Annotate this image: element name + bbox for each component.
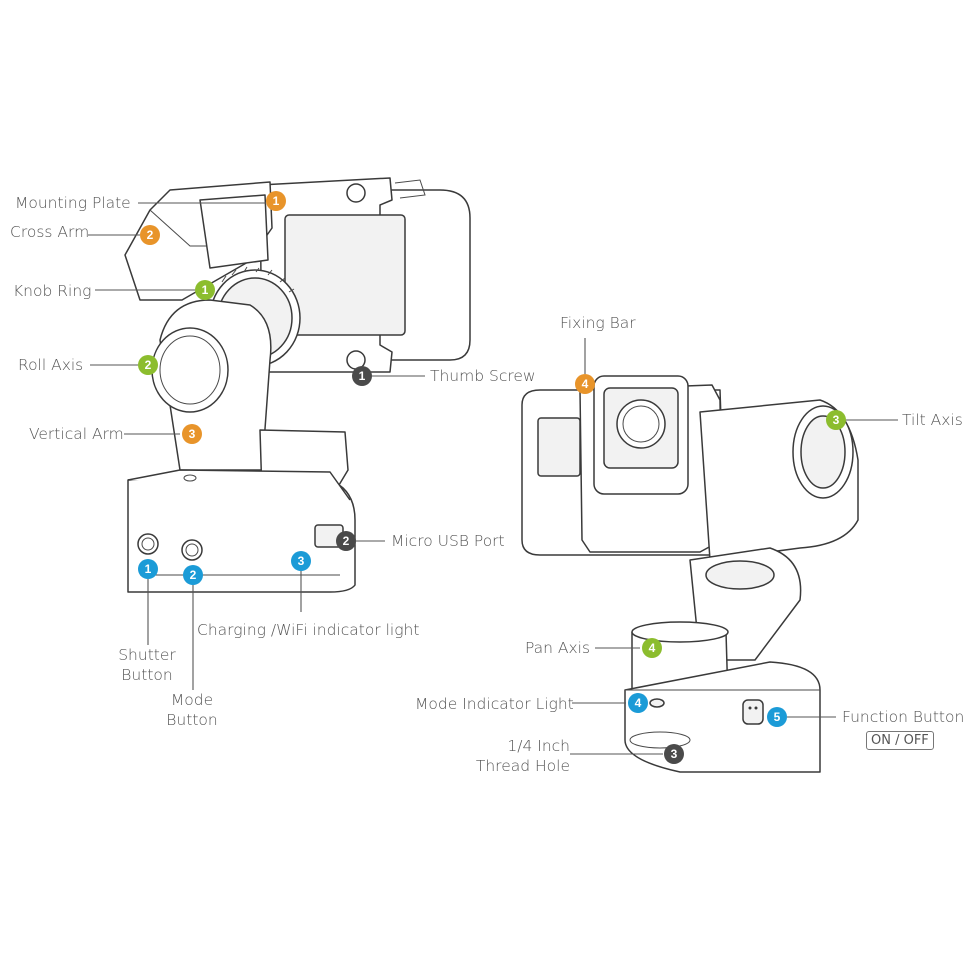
badge-cross-arm: 2 xyxy=(140,225,160,245)
pan-axis-label: Pan Axis xyxy=(525,639,591,657)
badge-charging-light: 3 xyxy=(291,551,311,571)
shutter-button-label: Shutter Button xyxy=(112,645,182,685)
mode-indicator-light-label: Mode Indicator Light xyxy=(415,695,574,713)
thumb-screw-label: Thumb Screw xyxy=(430,367,536,385)
badge-shutter-button: 1 xyxy=(138,559,158,579)
badge-knob-ring: 1 xyxy=(195,280,215,300)
roll-axis-label: Roll Axis xyxy=(18,356,84,374)
mounting-plate-label: Mounting Plate xyxy=(15,194,131,212)
badge-mode-indicator: 4 xyxy=(628,693,648,713)
badge-vertical-arm: 3 xyxy=(182,424,202,444)
mode-button-label-line2: Button xyxy=(166,711,218,729)
mode-button-label: Mode Button xyxy=(157,690,227,730)
knob-ring-label: Knob Ring xyxy=(13,282,92,300)
shutter-button-label-line2: Button xyxy=(121,666,173,684)
thread-hole-label-line2: Thread Hole xyxy=(475,757,570,775)
badge-roll-axis: 2 xyxy=(138,355,158,375)
right-gimbal-drawing xyxy=(521,375,859,773)
fixing-bar-label: Fixing Bar xyxy=(560,314,636,332)
badge-micro-usb-port: 2 xyxy=(336,531,356,551)
badge-mounting-plate: 1 xyxy=(266,191,286,211)
thread-hole-label-line1: 1/4 Inch xyxy=(507,737,570,755)
leader-lines xyxy=(88,202,898,755)
badge-pan-axis: 4 xyxy=(642,638,662,658)
charging-wifi-light-label: Charging /WiFi indicator light xyxy=(197,621,420,639)
on-off-tag: ON / OFF xyxy=(866,731,934,750)
badge-fixing-bar: 4 xyxy=(575,374,595,394)
vertical-arm-label: Vertical Arm xyxy=(29,425,124,443)
badge-mode-button: 2 xyxy=(183,565,203,585)
badge-thumb-screw: 1 xyxy=(352,366,372,386)
tilt-axis-label: Tilt Axis xyxy=(902,411,963,429)
cross-arm-label: Cross Arm xyxy=(10,223,90,241)
micro-usb-port-label: Micro USB Port xyxy=(391,532,505,550)
shutter-button-label-line1: Shutter xyxy=(118,646,176,664)
function-button-label: Function Button xyxy=(842,708,965,726)
badge-thread-hole: 3 xyxy=(664,744,684,764)
left-gimbal-drawing xyxy=(124,177,471,593)
badge-function-button: 5 xyxy=(767,707,787,727)
mode-button-label-line1: Mode xyxy=(170,691,214,709)
thread-hole-label: 1/4 Inch Thread Hole xyxy=(470,736,570,776)
badge-tilt-axis: 3 xyxy=(826,410,846,430)
